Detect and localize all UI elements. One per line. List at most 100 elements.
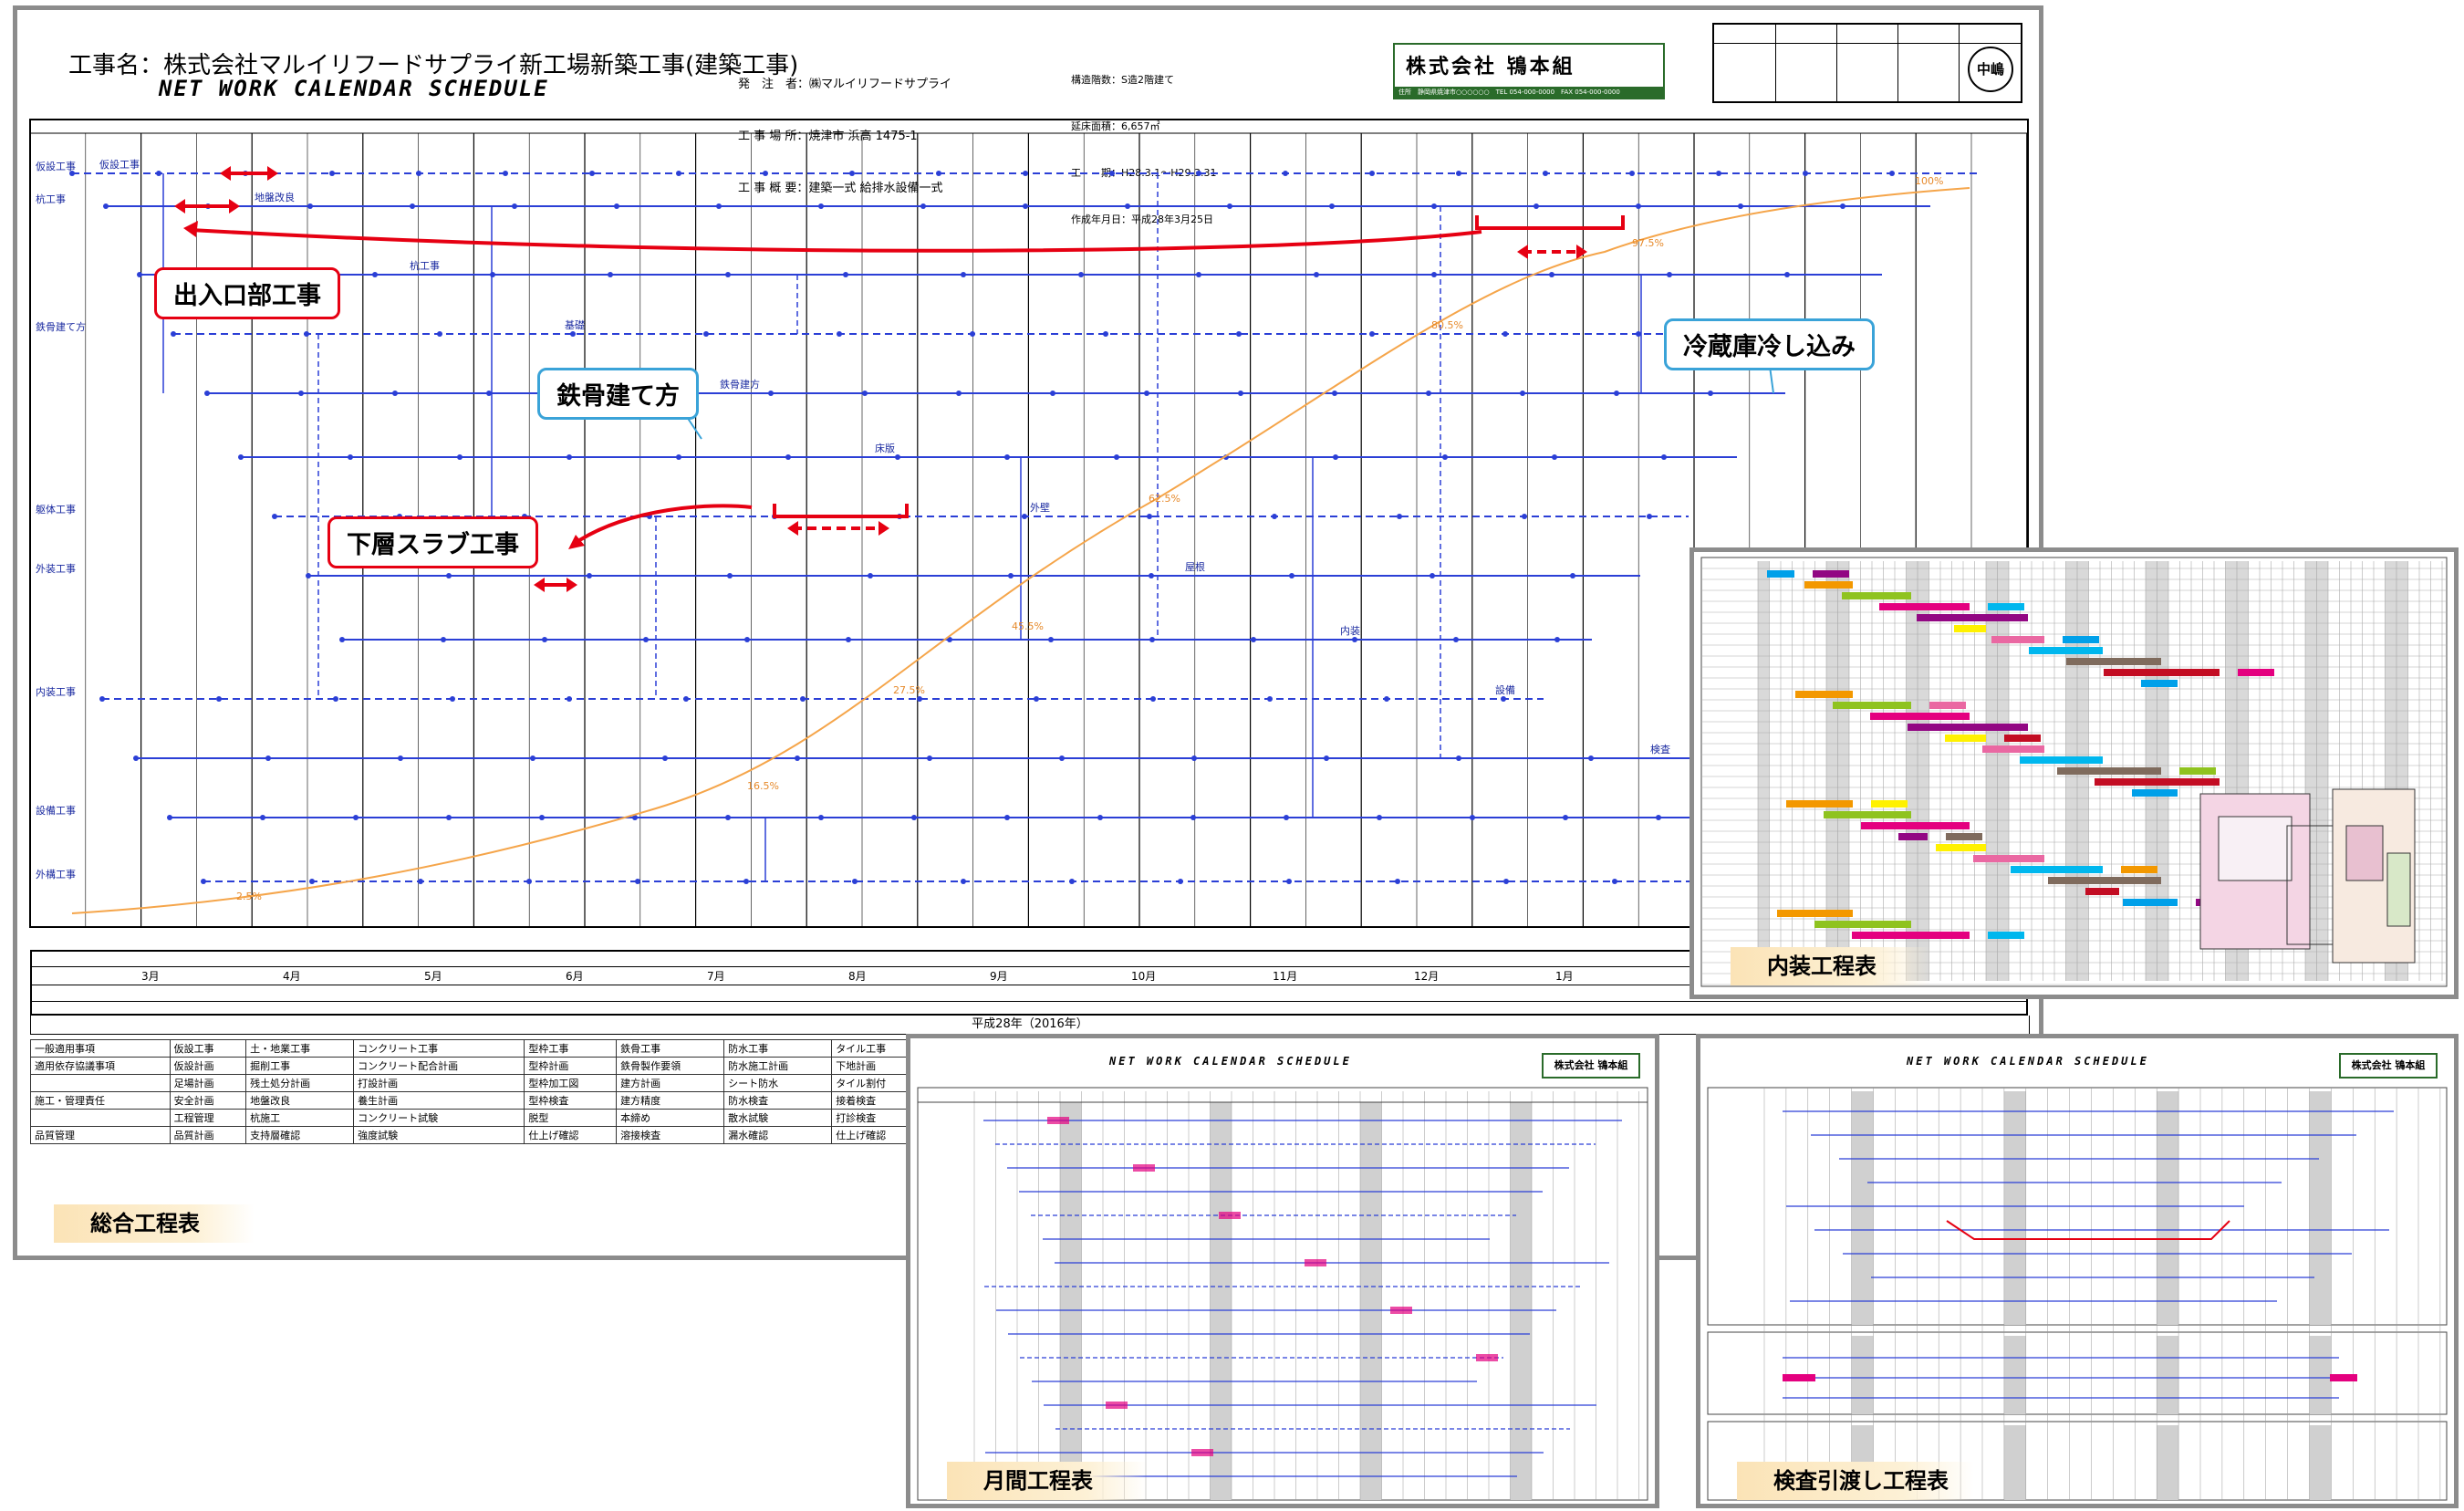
month-label: 5月 [424,968,442,984]
percent-label: 27.5% [893,684,925,696]
spec-table-row: 施工・管理責任安全計画地盤改良養生計画型枠検査建方精度防水検査接着検査 [31,1092,924,1110]
month-label: 9月 [990,968,1008,984]
year-label: 平成28年（2016年） [30,1016,2030,1035]
task-label: 基礎 [565,319,585,331]
spec-table-cell: 品質計画 [170,1127,245,1144]
spec-table-cell: 防水検査 [724,1092,832,1110]
monthly-logo: 株式会社 鴇本組 [1542,1053,1640,1079]
trade-label: 躯体工事 [36,503,76,516]
spec-table-cell: 溶接検査 [617,1127,724,1144]
trade-label: 外装工事 [36,563,76,575]
caption-monthly-schedule: 月間工程表 [947,1462,1148,1500]
caption-interior-schedule: 内装工程表 [1731,947,1931,985]
spec-table-cell: 脱型 [525,1110,617,1127]
month-label: 7月 [707,968,725,984]
trade-labels: 仮設工事杭工事鉄骨建て方躯体工事外装工事内装工事設備工事外構工事 [36,160,86,881]
spec-table-cell: 残土処分計画 [246,1075,354,1092]
spec-table-row: 品質管理品質計画支持層確認強度試験仕上げ確認溶接検査漏水確認仕上げ確認 [31,1127,924,1144]
task-label: 仮設工事 [99,158,140,171]
info-client: 発 注 者：㈱マルイリフードサプライ [738,76,951,93]
task-label: 床版 [875,442,895,454]
callout-leaders [665,360,1773,439]
month-label: 12月 [1414,968,1439,984]
month-label: 4月 [283,968,301,984]
specification-table: 一般適用事項仮設工事土・地業工事コンクリート工事型枠工事鉄骨工事防水工事タイル工… [30,1039,924,1222]
callout-cold-storage: 冷蔵庫冷し込み [1664,318,1875,370]
percent-label: 100% [1915,175,1943,187]
spec-table-cell: 施工・管理責任 [31,1092,171,1110]
spec-table-cell: 本締め [617,1110,724,1127]
monthly-schedule-sheet: NET WORK CALENDAR SCHEDULE 株式会社 鴇本組 月間工程… [906,1034,1659,1508]
spec-table-cell: 散水試験 [724,1110,832,1127]
callout-lower-slab: 下層スラブ工事 [327,516,538,568]
floor-plan-drawing [2200,789,2415,963]
percent-label: 62.5% [1149,493,1180,505]
monthly-subtitle: NET WORK CALENDAR SCHEDULE [1109,1055,1352,1068]
percent-label: 45.5% [1012,620,1044,632]
callout-steel-erection: 鉄骨建て方 [537,368,699,420]
spec-table-cell: シート防水 [724,1075,832,1092]
spec-table-cell: 鉄骨製作要領 [617,1058,724,1075]
spec-table-cell: 打設計画 [354,1075,525,1092]
task-label: 屋根 [1185,560,1205,573]
info-structure: 構造階数：S造2階建て [1071,72,1217,88]
spec-table-header: 型枠工事 [525,1040,617,1058]
caption-inspection-schedule: 検査引渡し工程表 [1737,1462,1974,1500]
spec-table-row: 足場計画残土処分計画打設計画型枠加工図建方計画シート防水タイル割付 [31,1075,924,1092]
task-label: 鉄骨建方 [720,378,760,391]
task-label: 杭工事 [410,259,440,272]
spec-table-cell: 建方計画 [617,1075,724,1092]
spec-table-header: 仮設工事 [170,1040,245,1058]
inspection-logo: 株式会社 鴇本組 [2339,1053,2438,1079]
percent-label: 16.5% [747,780,779,792]
month-label: 3月 [141,968,160,984]
trade-label: 仮設工事 [36,160,76,172]
task-label: 設備 [1495,683,1515,696]
month-label: 11月 [1273,968,1297,984]
spec-table-cell: コンクリート配合計画 [354,1058,525,1075]
task-label: 検査 [1650,743,1670,756]
spec-table-cell: 型枠計画 [525,1058,617,1075]
spec-table-cell: 足場計画 [170,1075,245,1092]
approval-stamp-grid: 中嶋 [1712,23,2022,103]
spec-table-cell: 工程管理 [170,1110,245,1127]
spec-table-cell: 養生計画 [354,1092,525,1110]
spec-table-cell: 杭施工 [246,1110,354,1127]
spec-table-header: 鉄骨工事 [617,1040,724,1058]
spec-table-cell: 強度試験 [354,1127,525,1144]
company-name: 株式会社 鴇本組 [1406,50,1575,79]
spec-table-cell: 安全計画 [170,1092,245,1110]
task-label: 内装 [1340,624,1360,637]
inspection-handover-sheet: NET WORK CALENDAR SCHEDULE 株式会社 鴇本組 検査引渡… [1696,1034,2459,1508]
spec-table-header: 一般適用事項 [31,1040,171,1058]
spec-table-cell: 建方精度 [617,1092,724,1110]
inspector-seal: 中嶋 [1968,47,2013,92]
spec-table-cell [31,1110,171,1127]
schedule-subtitle: NET WORK CALENDAR SCHEDULE [159,76,549,101]
spec-table-cell: 仮設計画 [170,1058,245,1075]
trade-label: 内装工事 [36,685,76,698]
interior-gantt-chart [1694,552,2454,995]
spec-table-cell: 地盤改良 [246,1092,354,1110]
spec-table-cell: 掘削工事 [246,1058,354,1075]
spec-table-header: 土・地業工事 [246,1040,354,1058]
task-label: 地盤改良 [255,191,295,203]
caption-master-schedule: 総合工程表 [54,1204,255,1243]
percent-label: 2.5% [236,891,262,902]
spec-table-cell: 支持層確認 [246,1127,354,1144]
trade-label: 杭工事 [36,193,66,205]
monthly-network-chart [910,1084,1655,1504]
month-label: 8月 [848,968,867,984]
spec-table-cell: 適用依存協議事項 [31,1058,171,1075]
month-label: 6月 [566,968,584,984]
spec-table-cell [31,1075,171,1092]
spec-table-cell: 型枠加工図 [525,1075,617,1092]
callout-entrance-work: 出入口部工事 [154,267,340,319]
trade-label: 設備工事 [36,804,76,817]
spec-table-cell: 品質管理 [31,1127,171,1144]
company-address: 住所 静岡県焼津市○○○○○○ TEL 054-000-0000 FAX 054… [1395,87,1663,98]
spec-table-cell: 漏水確認 [724,1127,832,1144]
spec-table-cell: 防水施工計画 [724,1058,832,1075]
percent-label: 97.5% [1632,237,1664,249]
spec-table-cell: 仕上げ確認 [525,1127,617,1144]
